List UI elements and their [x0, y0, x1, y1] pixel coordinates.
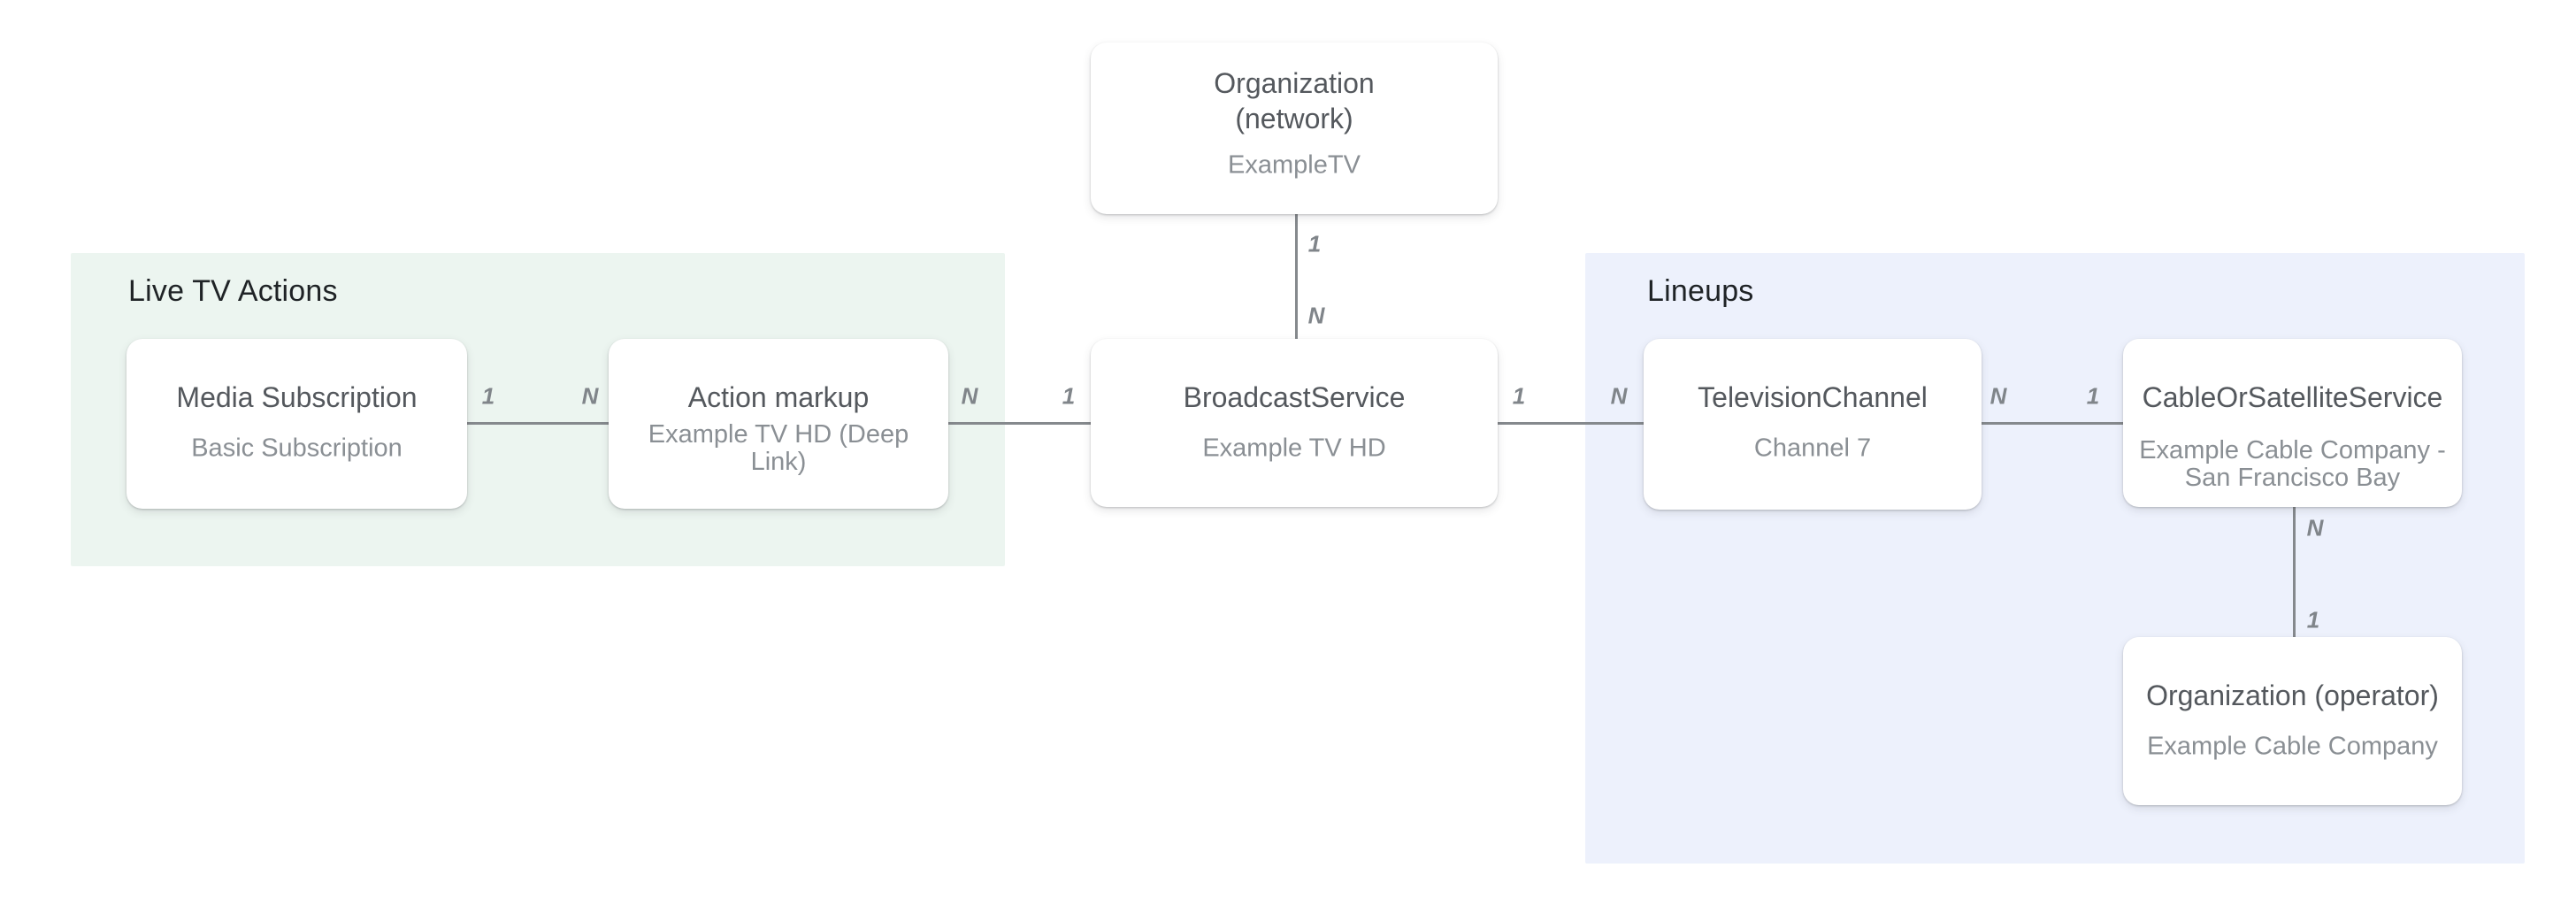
entity-example-value: Basic Subscription: [191, 434, 402, 463]
cardinality-label: 1: [2306, 606, 2320, 633]
cardinality-label: 1: [2086, 382, 2100, 410]
entity-example-value: Example TV HD: [1202, 434, 1386, 463]
connector-media-to-action: [467, 422, 609, 425]
entity-title: TelevisionChannel: [1698, 381, 1928, 413]
connector-network-to-broadcast: [1295, 214, 1298, 339]
entity-title: Organization (network): [1214, 67, 1375, 134]
entity-card-organization-network: Organization (network) ExampleTV: [1091, 42, 1498, 214]
entity-example-value: Example TV HD (Deep Link): [648, 420, 909, 476]
connector-cable-to-operator: [2293, 507, 2296, 637]
entity-card-organization-operator: Organization (operator) Example Cable Co…: [2123, 637, 2462, 805]
connector-broadcast-to-channel: [1498, 422, 1644, 425]
live-tv-actions-panel-title: Live TV Actions: [128, 274, 338, 308]
entity-example-value: Example Cable Company: [2147, 732, 2438, 761]
connector-action-to-broadcast: [948, 422, 1091, 425]
cardinality-label: 1: [1062, 382, 1076, 410]
cardinality-label: N: [581, 382, 599, 410]
entity-title: Organization (operator): [2146, 680, 2439, 711]
cardinality-label: 1: [481, 382, 495, 410]
entity-example-value: ExampleTV: [1228, 150, 1361, 180]
entity-example-value: Channel 7: [1753, 434, 1872, 463]
cardinality-label: 1: [1512, 382, 1526, 410]
cardinality-label: N: [1990, 382, 2007, 410]
cardinality-label: N: [2306, 514, 2324, 541]
entity-card-broadcast-service: BroadcastService Example TV HD: [1091, 339, 1498, 507]
entity-title: BroadcastService: [1183, 381, 1406, 413]
entity-card-media-subscription: Media Subscription Basic Subscription: [126, 339, 467, 509]
entity-card-action-markup: Action markup Example TV HD (Deep Link): [609, 339, 948, 509]
entity-example-value: Example Cable Company - San Francisco Ba…: [2139, 436, 2446, 492]
entity-title: Action markup: [687, 381, 870, 413]
connector-channel-to-cable: [1982, 422, 2123, 425]
entity-title: CableOrSatelliteService: [2142, 381, 2443, 413]
cardinality-label: N: [1610, 382, 1628, 410]
entity-title: Media Subscription: [176, 381, 418, 413]
lineups-panel-title: Lineups: [1647, 274, 1754, 308]
cardinality-label: N: [961, 382, 978, 410]
entity-card-cable-or-satellite-service: CableOrSatelliteService Example Cable Co…: [2123, 339, 2462, 507]
entity-card-television-channel: TelevisionChannel Channel 7: [1644, 339, 1982, 510]
cardinality-label: 1: [1307, 230, 1322, 257]
cardinality-label: N: [1307, 302, 1325, 329]
